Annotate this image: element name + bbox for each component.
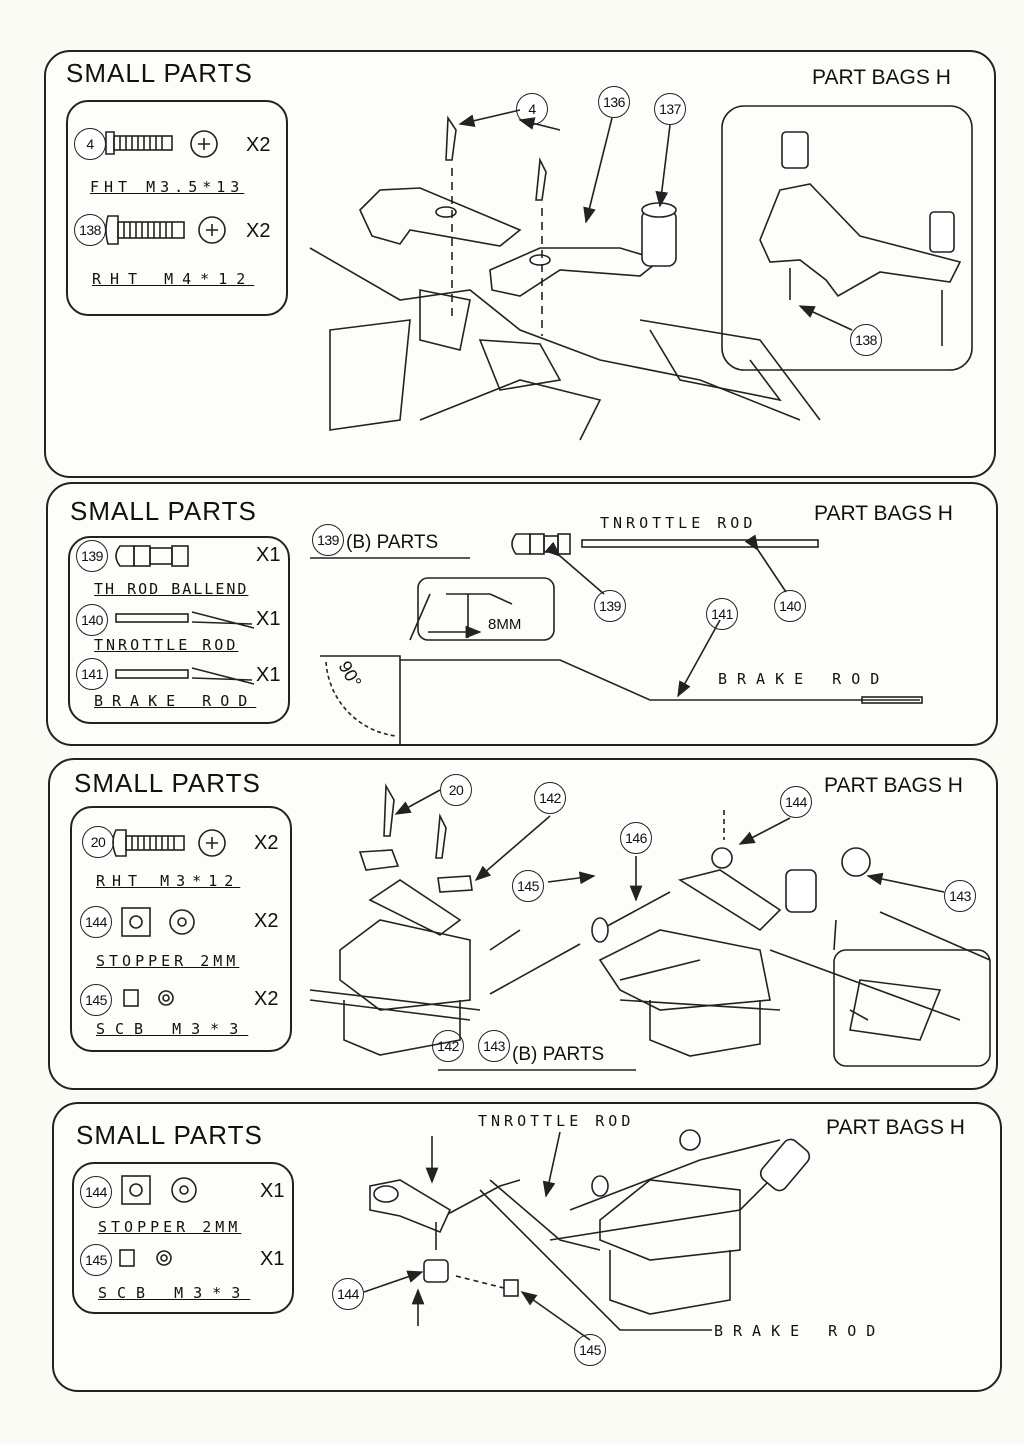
part-140-qty: X1	[256, 608, 281, 630]
part-4-qty: X2	[246, 134, 271, 156]
part-number-144: 144	[80, 906, 112, 938]
part-144-qty: X1	[260, 1180, 285, 1202]
part-4-label: FHT M3.5*13	[90, 178, 245, 196]
stopper-top-icon	[169, 909, 195, 935]
panel-4-part-bag: PART BAGS H	[826, 1116, 965, 1139]
fht-screw-icon	[105, 131, 173, 155]
panel-2-small-parts-box	[68, 536, 290, 724]
part-141-qty: X1	[256, 664, 281, 686]
callout-145: 145	[512, 870, 544, 902]
part-number-145: 145	[80, 1244, 112, 1276]
part-140-label: TNROTTLE ROD	[94, 636, 239, 654]
part-145-label: SCB M3*3	[96, 1020, 249, 1038]
part-20-label: RHT M3*12	[96, 872, 241, 890]
part-139-label: TH ROD BALLEND	[94, 580, 249, 598]
panel-brake-linkage	[52, 1102, 1002, 1392]
servo-right-drawing	[547, 810, 961, 1057]
part-number-145: 145	[80, 984, 112, 1016]
part-20-qty: X2	[254, 832, 279, 854]
stopper-side-icon	[121, 1175, 151, 1205]
b-parts-139-number: 139	[312, 524, 344, 556]
brake-rod-icon	[115, 669, 189, 679]
part-144-label: STOPPER 2MM	[96, 952, 240, 970]
brake-arm-drawing	[363, 1136, 591, 1341]
callout-144: 144	[332, 1278, 364, 1310]
rht-screw-icon	[105, 215, 185, 245]
rod-drawing	[489, 943, 581, 995]
part-145-label: SCB M3*3	[98, 1284, 251, 1302]
callout-141: 141	[706, 598, 738, 630]
ballend-icon	[115, 545, 189, 567]
panel-3-title: SMALL PARTS	[74, 768, 261, 798]
callout-20: 20	[440, 774, 472, 806]
callout-136: 136	[598, 86, 630, 118]
throttle-arm-detail	[759, 131, 962, 346]
brake-rod-label: BRAKE ROD	[718, 670, 890, 688]
callout-138: 138	[850, 324, 882, 356]
panel-3-small-parts-box	[70, 806, 292, 1052]
panel-2-part-bag: PART BAGS H	[814, 502, 953, 525]
throttle-rod-drawing	[581, 539, 819, 548]
part-144-label: STOPPER 2MM	[98, 1218, 242, 1236]
part-139-qty: X1	[256, 544, 281, 566]
throttle-arm-drawing	[309, 109, 821, 441]
rod-sleeve-detail	[849, 979, 942, 1041]
callout-144: 144	[780, 786, 812, 818]
dimension-8mm: 8MM	[488, 616, 522, 633]
set-screw-icon	[119, 1249, 135, 1267]
callout-137: 137	[654, 93, 686, 125]
stopper-top-icon	[171, 1177, 197, 1203]
throttle-rod-label: TNROTTLE ROD	[478, 1112, 635, 1130]
panel-4-title: SMALL PARTS	[76, 1120, 263, 1150]
panel-3-part-bag: PART BAGS H	[824, 774, 963, 797]
servo-drawing	[479, 1129, 811, 1331]
set-screw-icon	[123, 989, 139, 1007]
dimension-detail-box	[417, 577, 555, 641]
part-number-144: 144	[80, 1176, 112, 1208]
brake-rod-drawing	[320, 655, 920, 744]
stopper-side-icon	[121, 907, 151, 937]
panel-1-title: SMALL PARTS	[66, 58, 253, 88]
part-145-qty: X1	[260, 1248, 285, 1270]
part-number-141: 141	[76, 658, 108, 690]
panel-1-small-parts-box	[66, 100, 288, 316]
throttle-rod-icon	[115, 613, 189, 623]
panel-servo-linkage	[48, 758, 998, 1090]
panel-2-title: SMALL PARTS	[70, 496, 257, 526]
ballend-drawing	[511, 533, 571, 555]
callout-143: 143	[944, 880, 976, 912]
part-number-20: 20	[82, 826, 114, 858]
panel-3-detail-box	[833, 949, 991, 1067]
part-145-qty: X2	[254, 988, 279, 1010]
b-parts-142-number: 142	[432, 1030, 464, 1062]
part-number-140: 140	[76, 604, 108, 636]
panel-1-part-bag: PART BAGS H	[812, 66, 951, 89]
part-144-qty: X2	[254, 910, 279, 932]
b-parts-label: (B) PARTS	[346, 532, 439, 553]
b-parts-143-number: 143	[478, 1030, 510, 1062]
rht-screw-icon	[112, 829, 185, 857]
part-138-qty: X2	[246, 220, 271, 242]
callout-146: 146	[620, 822, 652, 854]
phillips-head-icon	[190, 130, 218, 158]
panel-throttle-brake-rods	[46, 482, 998, 746]
part-138-label: RHT M4*12	[92, 270, 255, 288]
callout-142: 142	[534, 782, 566, 814]
part-number-139: 139	[76, 540, 108, 572]
callout-140: 140	[774, 590, 806, 622]
panel-1-detail-box	[721, 105, 973, 371]
servo-left-drawing	[309, 783, 551, 1056]
b-parts-label: (B) PARTS	[512, 1044, 605, 1065]
throttle-rod-label: TNROTTLE ROD	[600, 514, 757, 532]
panel-4-small-parts-box	[72, 1162, 294, 1314]
brake-rod-label: BRAKE ROD	[714, 1322, 886, 1340]
part-141-label: BRAKE ROD	[94, 692, 257, 710]
callout-139: 139	[594, 590, 626, 622]
